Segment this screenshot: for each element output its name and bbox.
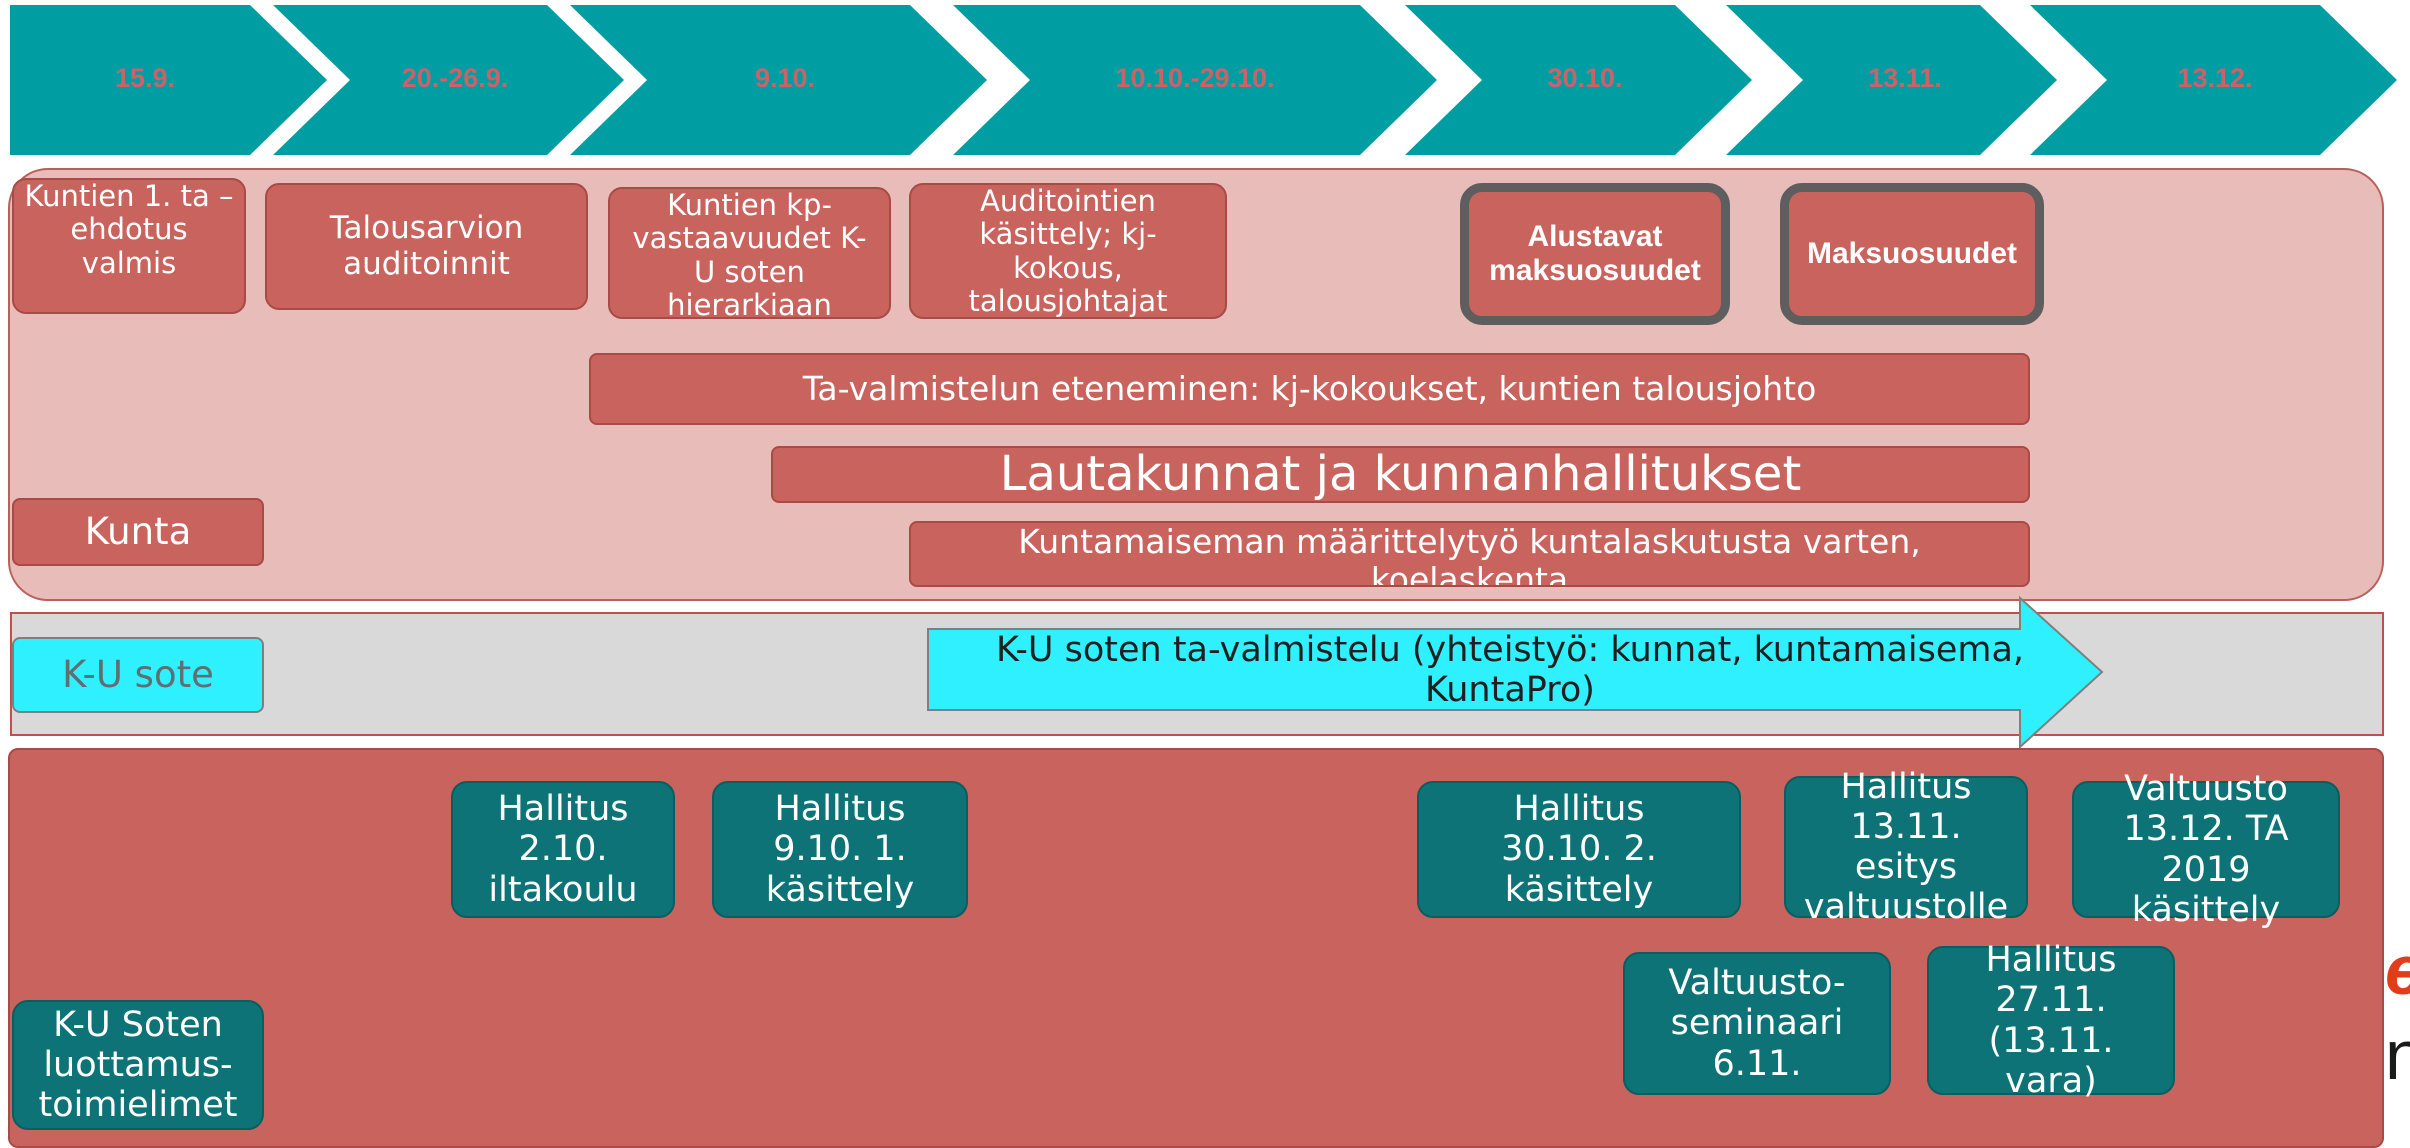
- timeline-date-3: 9.10.: [754, 62, 816, 93]
- kunta-box-draft-ready: Kuntien 1. ta – ehdotus valmis: [12, 178, 246, 314]
- timeline-chevrons: [10, 5, 2397, 155]
- timeline-date-5: 30.10.: [1547, 62, 1623, 93]
- trust-hallitus-13-11: Hallitus 13.11. esitys valtuustolle: [1784, 767, 2028, 927]
- chevron-5: [1405, 5, 1752, 155]
- partial-logo-top: e: [2385, 935, 2410, 1005]
- kunta-box-account-mapping: Kuntien kp-vastaavuudet K-U soten hierar…: [608, 187, 891, 319]
- timeline-date-2: 20.-26.9.: [401, 62, 509, 93]
- sote-label: K-U sote: [12, 637, 264, 713]
- kunta-box-audits: Talousarvion auditoinnit: [265, 183, 588, 310]
- chevron-6: [1726, 5, 2057, 155]
- kunta-bar-billing-landscape: Kuntamaiseman määrittelytyö kuntalaskutu…: [909, 521, 2030, 587]
- timeline-date-4: 10.10.-29.10.: [1115, 62, 1275, 93]
- timeline-date-1: 15.9.: [114, 62, 176, 93]
- kunta-box-shares: Maksuosuudet: [1780, 183, 2044, 325]
- trust-hallitus-9-10: Hallitus 9.10. 1. käsittely: [712, 781, 968, 918]
- trust-valtuusto-13-12: Valtuusto 13.12. TA 2019 käsittely: [2072, 769, 2340, 930]
- chevron-3: [570, 5, 987, 155]
- kunta-bar-committees: Lautakunnat ja kunnanhallitukset: [771, 446, 2030, 503]
- trust-hallitus-2-10: Hallitus 2.10. iltakoulu: [451, 781, 675, 918]
- sote-arrow-label: K-U soten ta-valmistelu (yhteistyö: kunn…: [995, 629, 2025, 710]
- trust-label: K-U Soten luottamus-toimielimet: [12, 1000, 264, 1130]
- timeline-date-7: 13.12.: [2177, 62, 2253, 93]
- chevron-7: [2030, 5, 2397, 155]
- trust-hallitus-27-11: Hallitus 27.11. (13.11. vara): [1927, 940, 2175, 1101]
- kunta-box-preliminary-shares: Alustavat maksuosuudet: [1460, 183, 1730, 325]
- partial-logo-bottom: n: [2385, 1016, 2410, 1094]
- kunta-bar-budget-progress: Ta-valmistelun eteneminen: kj-kokoukset,…: [589, 353, 2030, 425]
- chevron-1: [10, 5, 327, 155]
- chevron-2: [273, 5, 624, 155]
- kunta-label: Kunta: [12, 498, 264, 566]
- kunta-box-audit-review: Auditointien käsittely; kj-kokous, talou…: [909, 183, 1227, 319]
- trust-hallitus-30-10: Hallitus 30.10. 2. käsittely: [1417, 781, 1741, 918]
- sote-arrow: [927, 595, 2104, 750]
- trust-valtuusto-seminaari: Valtuusto-seminaari 6.11.: [1623, 952, 1891, 1095]
- chevron-4: [953, 5, 1437, 155]
- timeline-date-6: 13.11.: [1868, 62, 1942, 93]
